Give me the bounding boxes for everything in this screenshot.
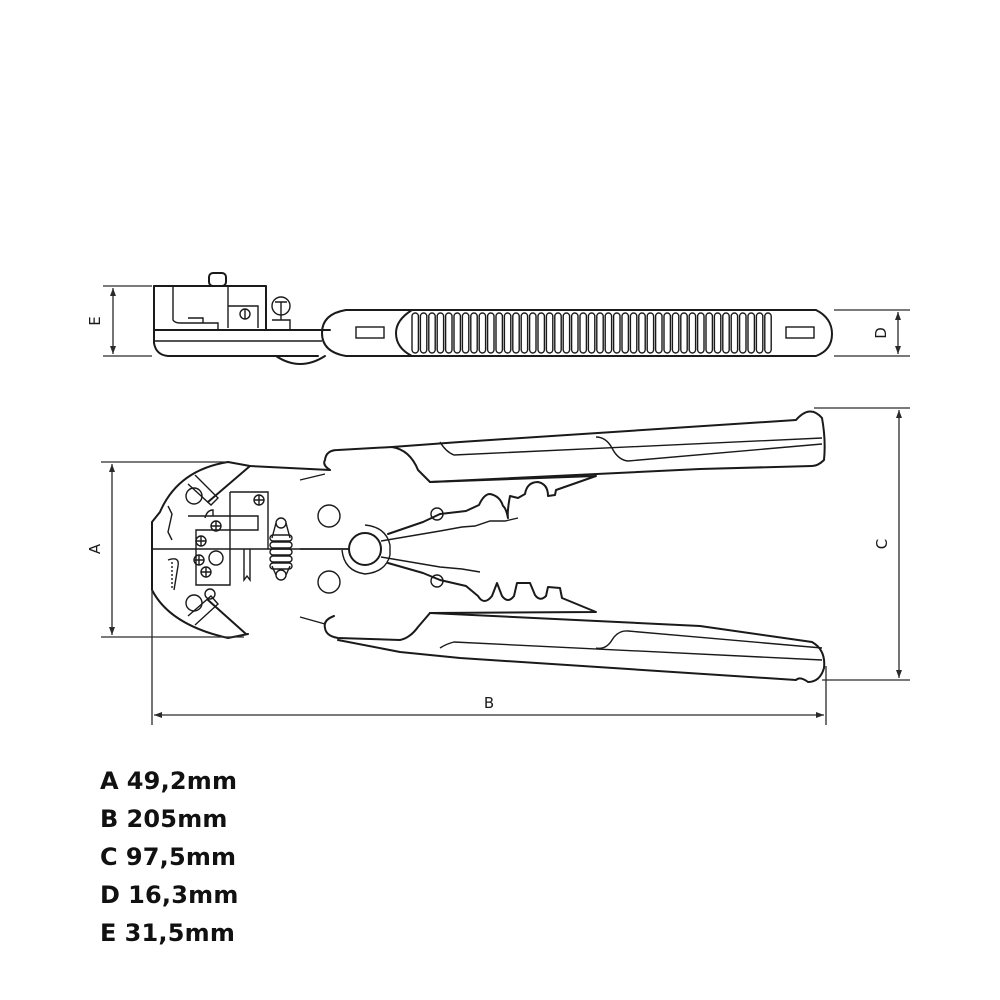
dimension-c: C <box>814 407 910 681</box>
legend-letter: E <box>100 919 117 947</box>
legend-value: 97,5mm <box>125 843 237 871</box>
dim-label-d: D <box>872 327 890 339</box>
dimension-d: D <box>834 309 910 357</box>
legend-value: 16,3mm <box>128 881 239 909</box>
dimension-e: E <box>86 285 152 357</box>
legend-letter: A <box>100 767 119 795</box>
dimension-b: B <box>151 590 827 725</box>
legend-value: 205mm <box>126 805 228 833</box>
dim-label-a: A <box>86 543 104 554</box>
dim-label-e: E <box>86 316 104 325</box>
legend-value: 49,2mm <box>126 767 238 795</box>
top-view <box>151 410 826 683</box>
dimension-a: A <box>86 461 244 638</box>
legend-letter: C <box>100 843 118 871</box>
dim-label-b: B <box>484 694 494 712</box>
dim-label-c: C <box>873 539 891 549</box>
legend-letter: D <box>100 881 121 909</box>
legend-letter: B <box>100 805 119 833</box>
side-view <box>153 272 833 365</box>
grip-ribs <box>411 312 772 354</box>
pivot-bolt <box>348 532 382 566</box>
legend-value: 31,5mm <box>124 919 236 947</box>
